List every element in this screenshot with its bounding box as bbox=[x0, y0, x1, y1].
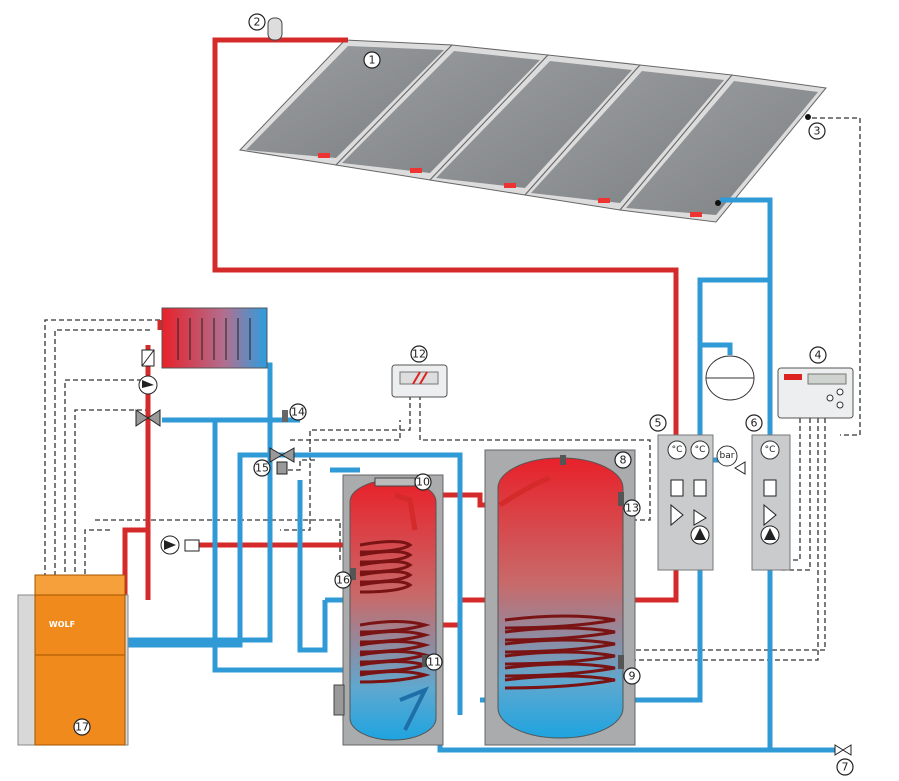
temp-gauge-label: °C bbox=[695, 445, 706, 455]
svg-text:7: 7 bbox=[842, 761, 849, 774]
svg-text:8: 8 bbox=[620, 454, 627, 467]
solar-panel bbox=[619, 74, 827, 223]
solar-panel bbox=[238, 39, 454, 166]
svg-text:17: 17 bbox=[75, 721, 89, 734]
boiler-brand-logo: WOLF bbox=[49, 620, 75, 629]
boiler: WOLF bbox=[17, 574, 129, 746]
solar-pump-station-5: °C °C bbox=[657, 434, 714, 571]
callout-1: 1 bbox=[363, 51, 381, 69]
svg-text:10: 10 bbox=[416, 476, 430, 489]
solar-collector-array bbox=[238, 39, 827, 223]
heating-controller bbox=[391, 364, 448, 398]
solar-panel bbox=[428, 54, 642, 196]
radiator bbox=[161, 307, 268, 369]
buffer-storage-tank bbox=[484, 449, 636, 746]
svg-text:1: 1 bbox=[369, 54, 376, 67]
svg-text:6: 6 bbox=[751, 417, 758, 430]
solar-panel bbox=[334, 44, 550, 181]
callout-14: 14 bbox=[289, 403, 307, 421]
svg-text:5: 5 bbox=[655, 417, 662, 430]
air-vent-vessel bbox=[267, 17, 283, 41]
temp-gauge-label: °C bbox=[672, 445, 683, 455]
drain-valve bbox=[834, 744, 852, 756]
callout-9: 9 bbox=[623, 667, 641, 685]
svg-text:12: 12 bbox=[412, 348, 426, 361]
svg-text:11: 11 bbox=[427, 656, 441, 669]
svg-text:2: 2 bbox=[254, 16, 261, 29]
three-way-valve bbox=[269, 410, 295, 475]
mixing-valve-icon bbox=[135, 409, 149, 427]
pressure-gauge-label: bar bbox=[720, 451, 735, 461]
callout-15: 15 bbox=[253, 459, 271, 477]
solar-coil bbox=[504, 614, 616, 690]
callout-12: 12 bbox=[410, 345, 428, 363]
callout-2: 2 bbox=[248, 13, 266, 31]
callout-11: 11 bbox=[425, 653, 443, 671]
upper-coil bbox=[359, 540, 413, 594]
solar-pump-station-6: °C bbox=[751, 434, 791, 571]
expansion-vessel bbox=[705, 355, 755, 401]
callout-5: 5 bbox=[649, 414, 667, 432]
svg-text:14: 14 bbox=[291, 406, 305, 419]
control-signal-lines bbox=[44, 117, 861, 661]
svg-text:15: 15 bbox=[255, 462, 269, 475]
callout-8: 8 bbox=[614, 451, 632, 469]
cold-return-pipes bbox=[123, 197, 838, 753]
callout-4: 4 bbox=[809, 346, 827, 364]
heating-circuit-valves bbox=[135, 349, 200, 555]
callout-13: 13 bbox=[623, 499, 641, 517]
svg-text:9: 9 bbox=[629, 670, 636, 683]
svg-text:4: 4 bbox=[815, 349, 822, 362]
callout-6: 6 bbox=[745, 414, 763, 432]
callout-7: 7 bbox=[836, 758, 854, 776]
hot-water-cylinder bbox=[333, 474, 444, 746]
svg-text:16: 16 bbox=[336, 574, 350, 587]
svg-text:13: 13 bbox=[625, 502, 639, 515]
svg-text:3: 3 bbox=[814, 125, 821, 138]
callout-3: 3 bbox=[808, 122, 826, 140]
callout-17: 17 bbox=[73, 718, 91, 736]
solar-controller bbox=[777, 367, 854, 419]
callout-16: 16 bbox=[334, 571, 352, 589]
safety-valve: bar bbox=[716, 445, 746, 475]
solar-panel bbox=[524, 64, 733, 211]
callout-10: 10 bbox=[414, 473, 432, 491]
temp-gauge-label: °C bbox=[765, 445, 776, 455]
